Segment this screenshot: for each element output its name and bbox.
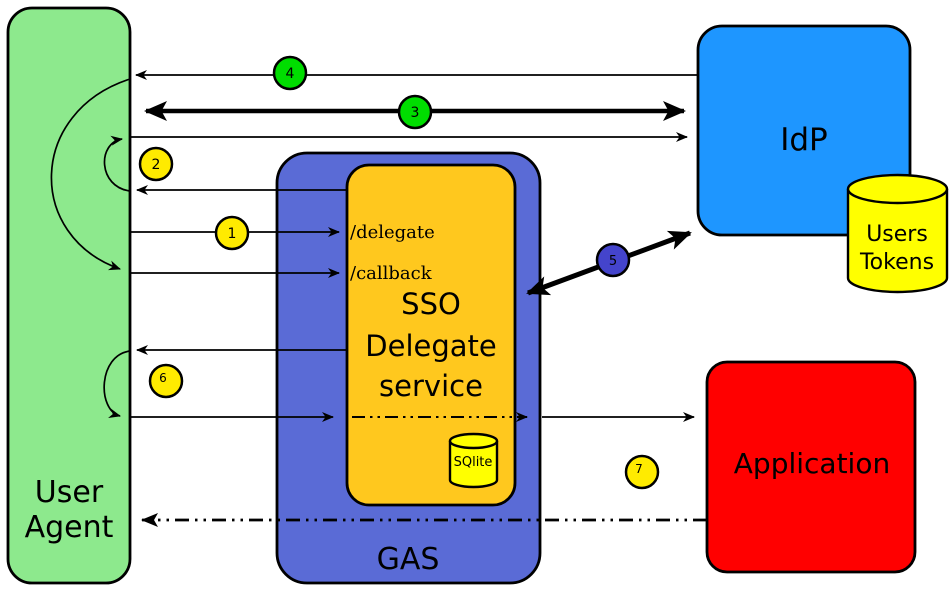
step-3-badge: 3: [397, 94, 433, 130]
sqlite-cylinder-top: [448, 432, 499, 450]
step-2-circle: [138, 146, 174, 182]
step-5-number: 5: [609, 254, 617, 269]
users-tokens-database: Users Tokens: [846, 173, 949, 294]
redirect-arc-bottom: [103, 350, 131, 419]
step-6-badge: 6: [148, 363, 184, 399]
callback-endpoint-label: /callback: [350, 263, 433, 284]
step-5-badge: 5: [595, 242, 631, 278]
step-6-circle: [148, 363, 184, 399]
sso-delegate-label-line2: Delegate: [365, 329, 496, 363]
sqlite-cylinder-body: [448, 441, 499, 489]
step-1-circle: [214, 215, 250, 251]
application-box: [705, 360, 917, 574]
step-5-circle: [595, 242, 631, 278]
step-4-circle: [272, 55, 308, 91]
redirect-arc-large: [50, 78, 131, 271]
idp-label: IdP: [780, 122, 828, 158]
users-tokens-label-line2: Tokens: [859, 250, 934, 275]
step-4-number: 4: [286, 66, 295, 82]
sso-delegate-label-line3: service: [379, 369, 483, 403]
users-tokens-cylinder-top: [846, 173, 949, 205]
step-1-badge: 1: [214, 215, 250, 251]
delegate-endpoint-label: /delegate: [350, 222, 435, 243]
application-label: Application: [734, 447, 890, 480]
step-7-number: 7: [635, 462, 643, 476]
step-6-number: 6: [159, 371, 167, 385]
sso-delegate-box: [345, 163, 517, 507]
sqlite-label: SQlite: [454, 455, 493, 470]
sqlite-database: SQlite: [448, 432, 499, 489]
step-4-badge: 4: [272, 55, 308, 91]
users-tokens-cylinder-body: [846, 189, 949, 294]
step-7-badge: 7: [624, 454, 660, 490]
user-agent-box: [6, 6, 132, 585]
step-2-number: 2: [152, 157, 161, 173]
redirect-arc-top: [103, 135, 131, 192]
sso-delegate-label-line1: SSO: [401, 287, 461, 321]
gas-label: GAS: [377, 542, 440, 577]
step-7-circle: [624, 454, 660, 490]
step-1-number: 1: [228, 226, 237, 242]
users-tokens-label-line1: Users: [866, 222, 928, 247]
step-3-circle: [397, 94, 433, 130]
step-3-number: 3: [411, 105, 420, 121]
user-agent-label-line1: User: [35, 475, 104, 510]
user-agent-label-line2: Agent: [25, 510, 114, 545]
step-2-badge: 2: [138, 146, 174, 182]
